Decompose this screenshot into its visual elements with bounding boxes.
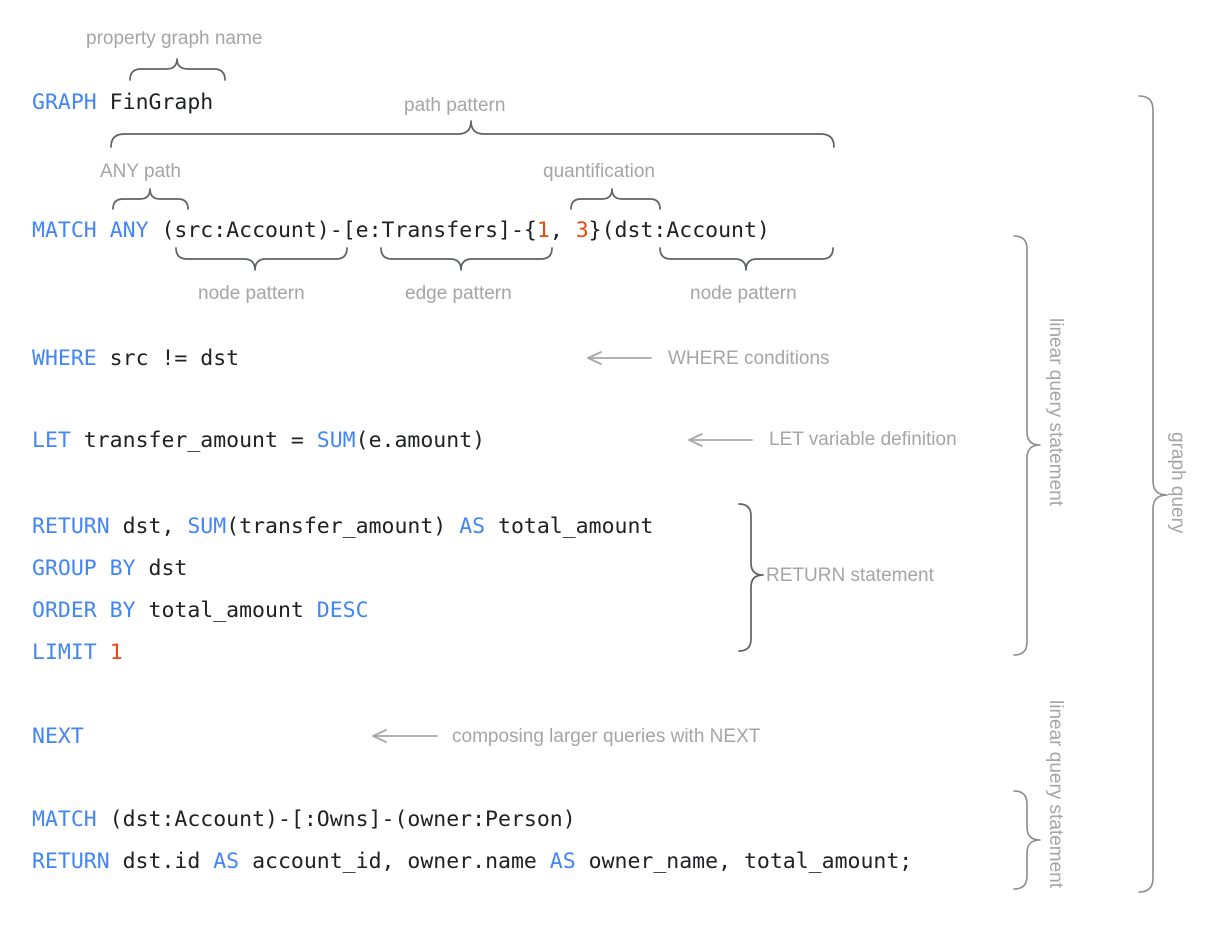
label-composing-with-next: composing larger queries with NEXT (452, 726, 761, 747)
code-line-group-by: GROUP BY dst (32, 556, 187, 582)
label-graph-query: graph query (1167, 432, 1188, 534)
limit-value: 1 (109, 640, 123, 665)
keyword-return: RETURN (32, 849, 110, 874)
quantifier-lower-bound: 1 (536, 218, 550, 243)
keyword-limit: LIMIT (32, 640, 97, 665)
label-return-statement: RETURN statement (766, 565, 934, 586)
function-sum: SUM (316, 428, 356, 453)
brace-quantification (570, 188, 661, 210)
brace-path-pattern (110, 120, 835, 148)
match-pattern-part-2: , (549, 218, 576, 243)
keyword-any: ANY (109, 218, 149, 243)
code-line-let: LET transfer_amount = SUM(e.amount) (32, 428, 485, 454)
keyword-desc: DESC (316, 598, 369, 623)
code-line-limit: LIMIT 1 (32, 640, 123, 666)
return-sum-args: (transfer_amount) (226, 514, 460, 539)
keyword-as: AS (459, 514, 486, 539)
brace-node-pattern-right (659, 247, 834, 271)
keyword-return: RETURN (32, 514, 110, 539)
code-line-match-2: MATCH (dst:Account)-[:Owns]-(owner:Perso… (32, 807, 576, 833)
brace-node-pattern-left (175, 247, 348, 271)
keyword-next: NEXT (32, 724, 84, 749)
return2-field-2: account_id, owner.name (239, 849, 550, 874)
function-sum: SUM (187, 514, 227, 539)
brace-property-graph-name (129, 58, 226, 81)
match-pattern-part-1: (src:Account)-[e:Transfers]-{ (148, 218, 537, 243)
label-node-pattern-right: node pattern (690, 283, 797, 304)
order-by-field: total_amount (135, 598, 317, 623)
match2-pattern: (dst:Account)-[:Owns]-(owner:Person) (96, 807, 576, 832)
let-variable: transfer_amount = (70, 428, 317, 453)
label-path-pattern: path pattern (404, 95, 506, 116)
brace-edge-pattern (380, 247, 553, 271)
label-linear-query-statement-2: linear query statement (1045, 700, 1066, 888)
return2-field-1: dst.id (109, 849, 214, 874)
graph-name: FinGraph (96, 90, 214, 115)
label-property-graph-name: property graph name (86, 28, 263, 49)
code-line-graph: GRAPH FinGraph (32, 90, 213, 116)
match-pattern-part-3: }(dst:Account) (588, 218, 770, 243)
code-line-match: MATCH ANY (src:Account)-[e:Transfers]-{1… (32, 218, 770, 244)
quantifier-upper-bound: 3 (575, 218, 589, 243)
label-node-pattern-left: node pattern (198, 283, 305, 304)
keyword-graph: GRAPH (32, 90, 97, 115)
brace-graph-query (1138, 95, 1168, 893)
brace-linear-query-statement-2 (1013, 790, 1041, 890)
return2-field-3: owner_name, total_amount; (575, 849, 913, 874)
arrow-composing-with-next (372, 729, 438, 743)
where-expression: src != dst (96, 346, 240, 371)
brace-any-path (112, 188, 189, 210)
label-quantification: quantification (543, 161, 655, 182)
keyword-group-by: GROUP BY (32, 556, 136, 581)
label-any-path: ANY path (100, 161, 181, 182)
keyword-as: AS (213, 849, 240, 874)
code-line-return-2: RETURN dst.id AS account_id, owner.name … (32, 849, 912, 875)
code-line-return-1: RETURN dst, SUM(transfer_amount) AS tota… (32, 514, 653, 540)
label-linear-query-statement-1: linear query statement (1045, 318, 1066, 506)
label-where-conditions: WHERE conditions (668, 348, 830, 369)
code-line-next: NEXT (32, 724, 84, 750)
brace-return-statement (738, 503, 764, 652)
group-by-field: dst (135, 556, 188, 581)
keyword-match: MATCH (32, 218, 97, 243)
keyword-order-by: ORDER BY (32, 598, 136, 623)
arrow-let-variable-definition (688, 433, 753, 447)
brace-linear-query-statement-1 (1013, 235, 1041, 656)
keyword-as: AS (549, 849, 576, 874)
label-let-variable-definition: LET variable definition (769, 429, 957, 450)
code-line-where: WHERE src != dst (32, 346, 239, 372)
arrow-where-conditions (587, 351, 652, 365)
return-alias: total_amount (485, 514, 654, 539)
code-line-order-by: ORDER BY total_amount DESC (32, 598, 369, 624)
let-expression: (e.amount) (355, 428, 486, 453)
keyword-match: MATCH (32, 807, 97, 832)
keyword-where: WHERE (32, 346, 97, 371)
return-fields: dst, (109, 514, 188, 539)
keyword-let: LET (32, 428, 71, 453)
label-edge-pattern: edge pattern (405, 283, 512, 304)
